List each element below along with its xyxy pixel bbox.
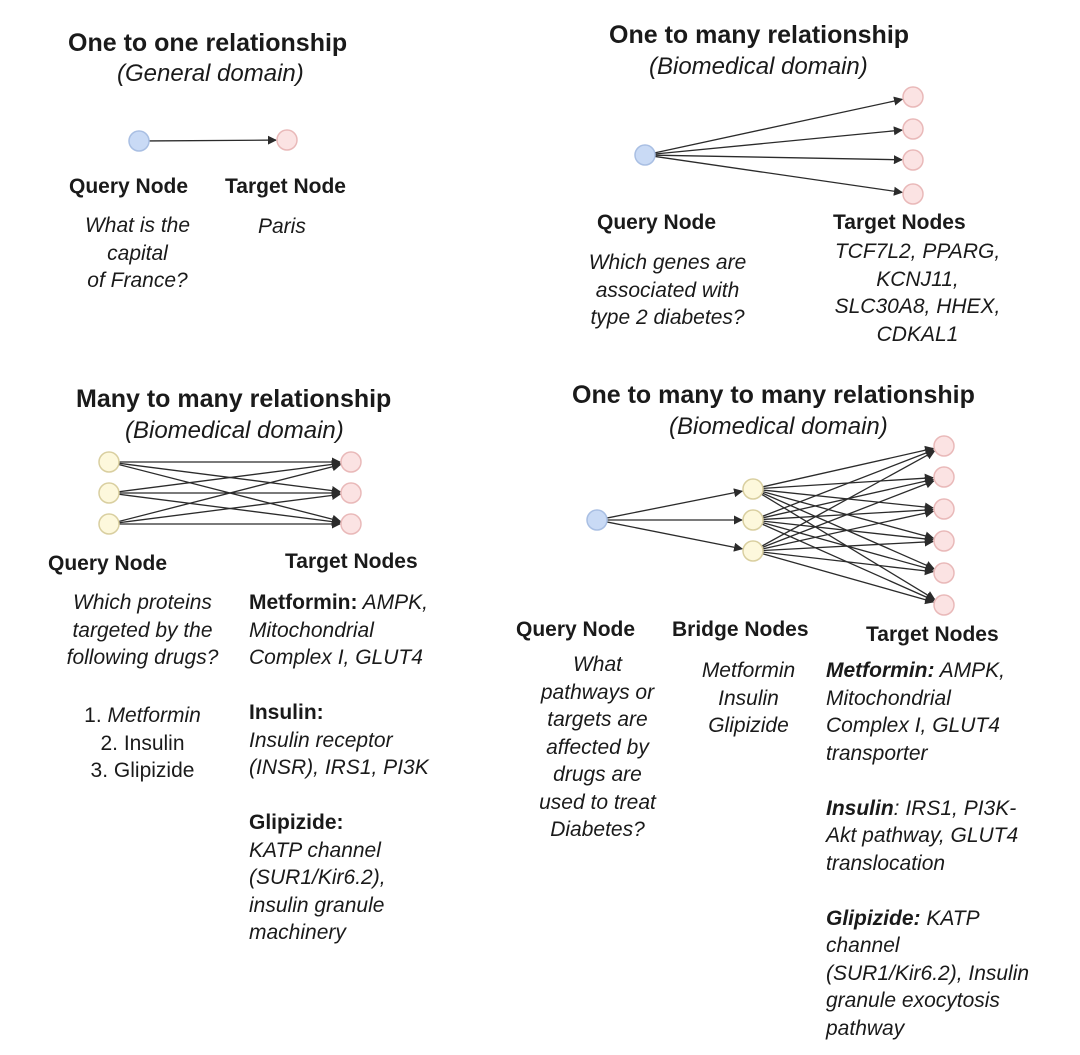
one-to-many-edge — [654, 155, 904, 196]
many-to-many-target-text: Metformin: AMPK, Mitochondrial Complex I… — [249, 591, 429, 944]
bridge-to-target-edge — [762, 448, 935, 517]
one-to-one-edge — [148, 135, 277, 145]
one-to-one-query-label: Query Node — [69, 175, 189, 198]
many-to-many-query-label: Query Node — [48, 552, 168, 575]
one-to-many-to-many-bridge-node — [742, 540, 764, 562]
many-to-many-edge — [118, 462, 342, 523]
one-to-many-to-many-query-text: What pathways or targets are affected by… — [539, 653, 656, 841]
bridge-to-target-edge — [762, 445, 935, 488]
one-to-many-to-many-target-node — [933, 498, 955, 520]
query-to-bridge-edge — [606, 488, 744, 519]
one-to-one-query-text: What is the capital of France? — [84, 214, 191, 292]
edges-layer — [118, 96, 936, 605]
one-to-many-query-label: Query Node — [597, 211, 717, 234]
one-to-many-to-many-target-node — [933, 435, 955, 457]
one-to-many-title: One to many relationship — [609, 21, 910, 49]
many-to-many-target-node — [340, 513, 362, 535]
many-to-many-drug-list: 1. Metformin 2. Insulin 3. Glipizide — [84, 704, 201, 782]
many-to-many-query-node — [98, 451, 120, 473]
bridge-to-target-edge — [762, 551, 934, 576]
one-to-many-target-node — [902, 183, 924, 205]
one-to-many-target-text: TCF7L2, PPARG, KCNJ11, SLC30A8, HHEX, CD… — [834, 240, 1001, 346]
one-to-many-subtitle: (Biomedical domain) — [649, 53, 868, 80]
one-to-one-target-text: Paris — [258, 215, 306, 238]
one-to-many-query-text: Which genes are associated with type 2 d… — [588, 251, 747, 329]
many-to-many-subtitle: (Biomedical domain) — [125, 417, 344, 444]
one-to-many-to-many-target-node — [933, 530, 955, 552]
one-to-one-title: One to one relationship — [68, 29, 348, 57]
one-to-many-target-label: Target Nodes — [833, 211, 966, 234]
one-to-many-query-node — [634, 144, 656, 166]
one-to-many-edge — [654, 154, 903, 165]
many-to-many-edge — [118, 459, 341, 493]
one-to-many-to-many-query-node — [586, 509, 608, 531]
bridge-to-target-edge — [762, 479, 935, 548]
one-to-one-target-node — [276, 129, 298, 151]
many-to-many-target-label: Target Nodes — [285, 550, 418, 573]
one-to-one-query-node — [128, 130, 150, 152]
one-to-one-target-label: Target Node — [225, 175, 346, 198]
query-to-bridge-edge — [606, 521, 744, 552]
one-to-many-edge — [654, 96, 904, 154]
bridge-to-target-edge — [762, 537, 934, 552]
one-to-one-subtitle: (General domain) — [117, 60, 304, 87]
bridge-to-target-edge — [762, 508, 935, 550]
one-to-many-to-many-target-node — [933, 562, 955, 584]
many-to-many-title: Many to many relationship — [76, 385, 392, 413]
many-to-many-edge — [118, 490, 341, 524]
one-to-many-to-many-target-text: Metformin: AMPK, Mitochondrial Complex I… — [826, 659, 1030, 1040]
bridge-to-target-edge — [761, 450, 936, 547]
one-to-many-to-many-bridge-node — [742, 478, 764, 500]
one-to-many-to-many-target-node — [933, 466, 955, 488]
nodes-layer — [98, 86, 955, 616]
one-to-many-to-many-bridge-label: Bridge Nodes — [672, 618, 809, 641]
one-to-many-target-node — [902, 149, 924, 171]
one-to-many-target-node — [902, 118, 924, 140]
many-to-many-query-node — [98, 513, 120, 535]
many-to-many-query-node — [98, 482, 120, 504]
one-to-many-to-many-target-label: Target Nodes — [866, 623, 999, 646]
one-to-many-target-node — [902, 86, 924, 108]
one-to-many-to-many-title: One to many to many relationship — [572, 381, 975, 409]
many-to-many-query-text: Which proteins targeted by the following… — [66, 591, 219, 669]
one-to-many-to-many-subtitle: (Biomedical domain) — [669, 413, 888, 440]
one-to-many-to-many-target-node — [933, 594, 955, 616]
one-to-many-to-many-bridge-text: Metformin Insulin Glipizide — [701, 659, 796, 737]
one-to-many-to-many-bridge-node — [742, 509, 764, 531]
bridge-to-target-edge — [762, 553, 935, 605]
one-to-many-to-many-query-label: Query Node — [516, 618, 636, 641]
many-to-many-target-node — [340, 482, 362, 504]
many-to-many-target-node — [340, 451, 362, 473]
one-to-many-edge — [654, 126, 903, 155]
